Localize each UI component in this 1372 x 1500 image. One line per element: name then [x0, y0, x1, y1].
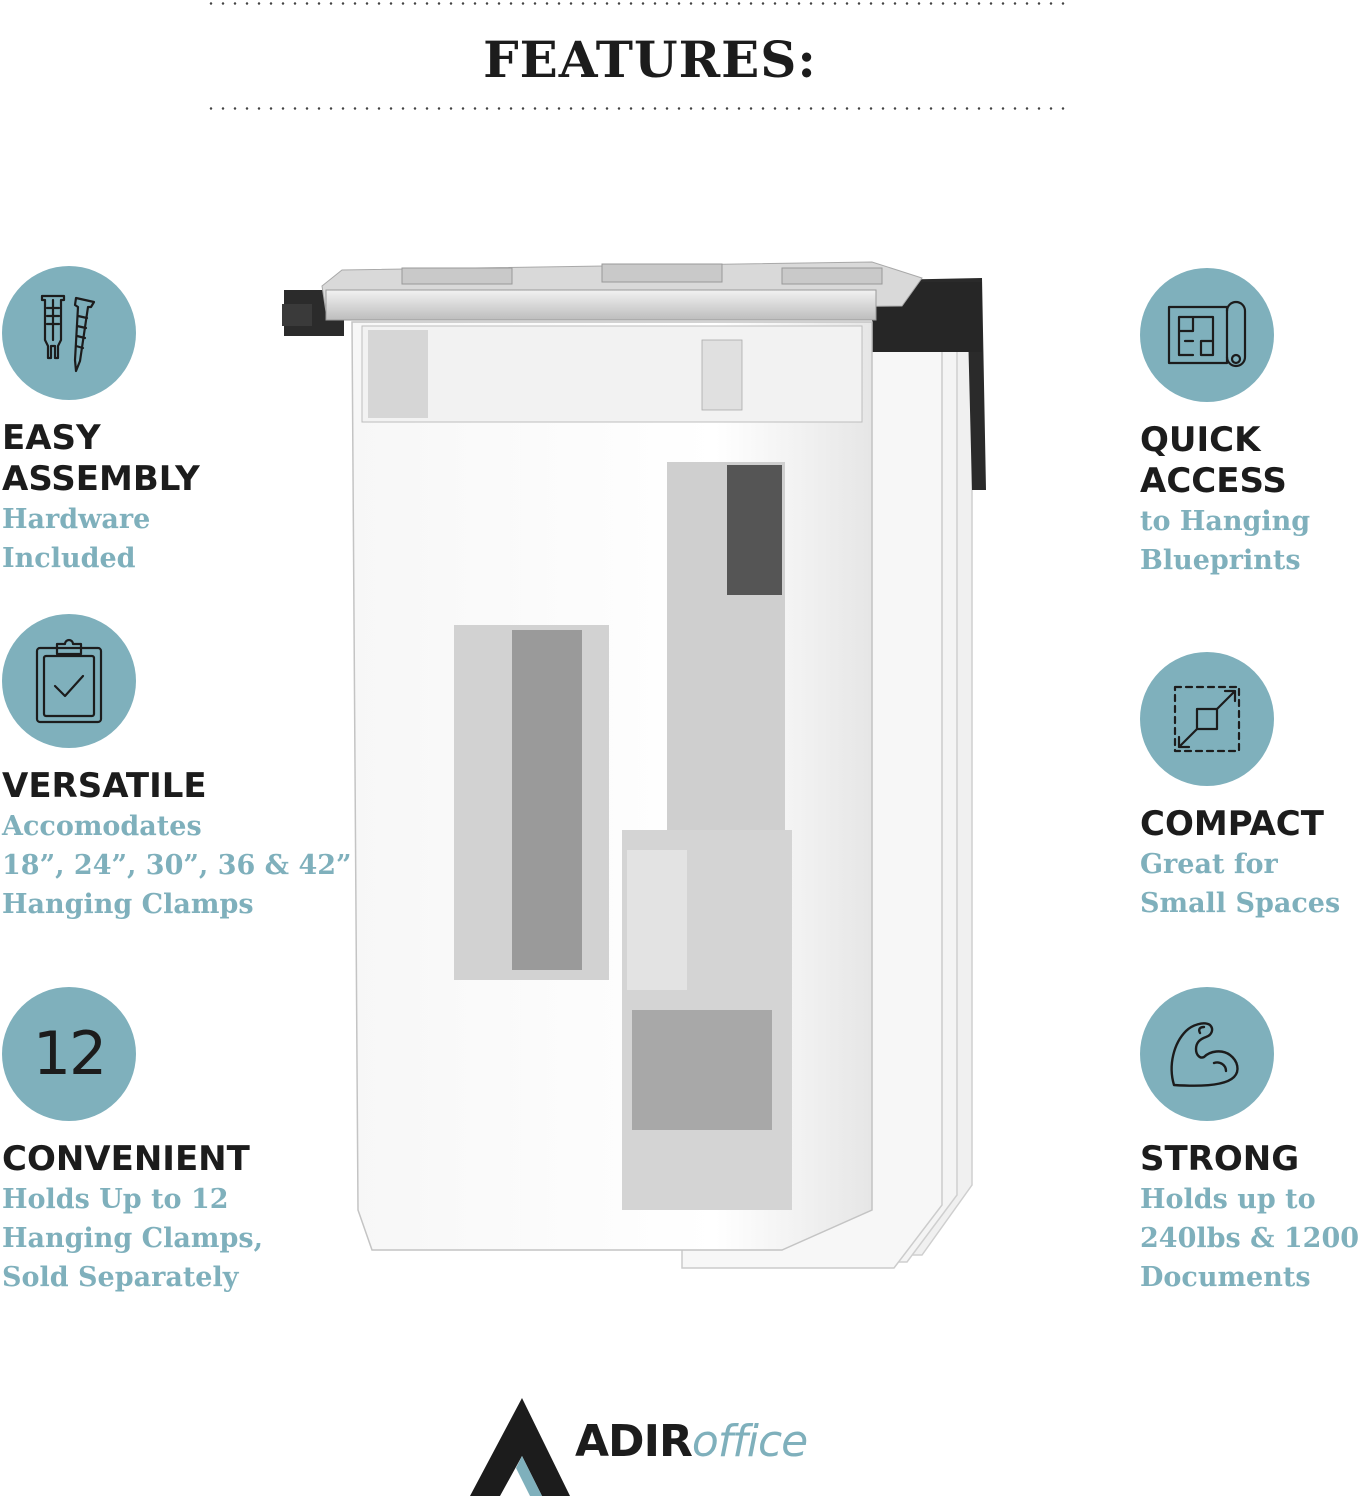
feature-versatile: VERSATILE Accomodates 18”, 24”, 30”, 36 … [2, 614, 352, 924]
feature-strong: STRONG Holds up to 240lbs & 1200 Documen… [1140, 987, 1359, 1297]
versatile-icon-circle [2, 614, 136, 748]
page-title: FEATURES: [483, 30, 817, 89]
clamp-count: 12 [32, 1019, 107, 1089]
feature-description: Small Spaces [1140, 888, 1341, 919]
feature-easy-assembly: EASY ASSEMBLY Hardware Included [2, 266, 200, 578]
convenient-icon-circle: 12 [2, 987, 136, 1121]
strong-icon-circle [1140, 987, 1274, 1121]
quick-access-icon-circle [1140, 268, 1274, 402]
feature-title: STRONG [1140, 1139, 1300, 1179]
feature-title: ASSEMBLY [2, 459, 200, 499]
feature-description: Great for [1140, 849, 1278, 880]
feature-description: Hanging Clamps [2, 889, 254, 920]
wall-rack-product-image [282, 261, 986, 1269]
feature-description: Sold Separately [2, 1262, 239, 1293]
feature-description: to Hanging [1140, 506, 1311, 537]
feature-description: Hardware [2, 504, 151, 535]
feature-compact: COMPACT Great for Small Spaces [1140, 652, 1340, 923]
feature-title: ACCESS [1140, 461, 1287, 501]
feature-title: VERSATILE [2, 766, 207, 806]
feature-description: Hanging Clamps, [2, 1223, 263, 1254]
feature-description: 240lbs & 1200 [1140, 1223, 1360, 1254]
brand-name: ADIRoffice [575, 1416, 808, 1467]
feature-description: Included [2, 543, 136, 574]
feature-title: CONVENIENT [2, 1139, 250, 1179]
compact-icon-circle [1140, 652, 1274, 786]
feature-quick-access: QUICK ACCESS to Hanging Blueprints [1140, 268, 1310, 580]
brand-name-light: office [691, 1416, 808, 1467]
feature-description: Blueprints [1140, 545, 1301, 576]
feature-title: QUICK [1140, 420, 1261, 460]
feature-description: Accomodates [2, 811, 202, 842]
feature-convenient: 12 CONVENIENT Holds Up to 12 Hanging Cla… [2, 987, 263, 1297]
adiroffice-logo-icon [470, 1398, 570, 1496]
dotted-divider-bottom [205, 107, 1067, 110]
feature-description: 18”, 24”, 30”, 36 & 42” [2, 850, 352, 881]
blueprint-roll-icon [1167, 300, 1247, 368]
screw-anchor-icon [40, 294, 96, 373]
feature-description: Holds Up to 12 [2, 1184, 229, 1215]
feature-title: EASY [2, 418, 101, 458]
dotted-divider-top [205, 2, 1067, 5]
easy-assembly-icon-circle [2, 266, 136, 400]
flexed-bicep-icon [1170, 1022, 1239, 1087]
brand-name-strong: ADIR [575, 1416, 693, 1467]
feature-description: Holds up to [1140, 1184, 1316, 1215]
clipboard-check-icon [35, 638, 103, 724]
feature-title: COMPACT [1140, 804, 1324, 844]
compress-arrows-icon [1173, 685, 1241, 753]
feature-description: Documents [1140, 1262, 1311, 1293]
